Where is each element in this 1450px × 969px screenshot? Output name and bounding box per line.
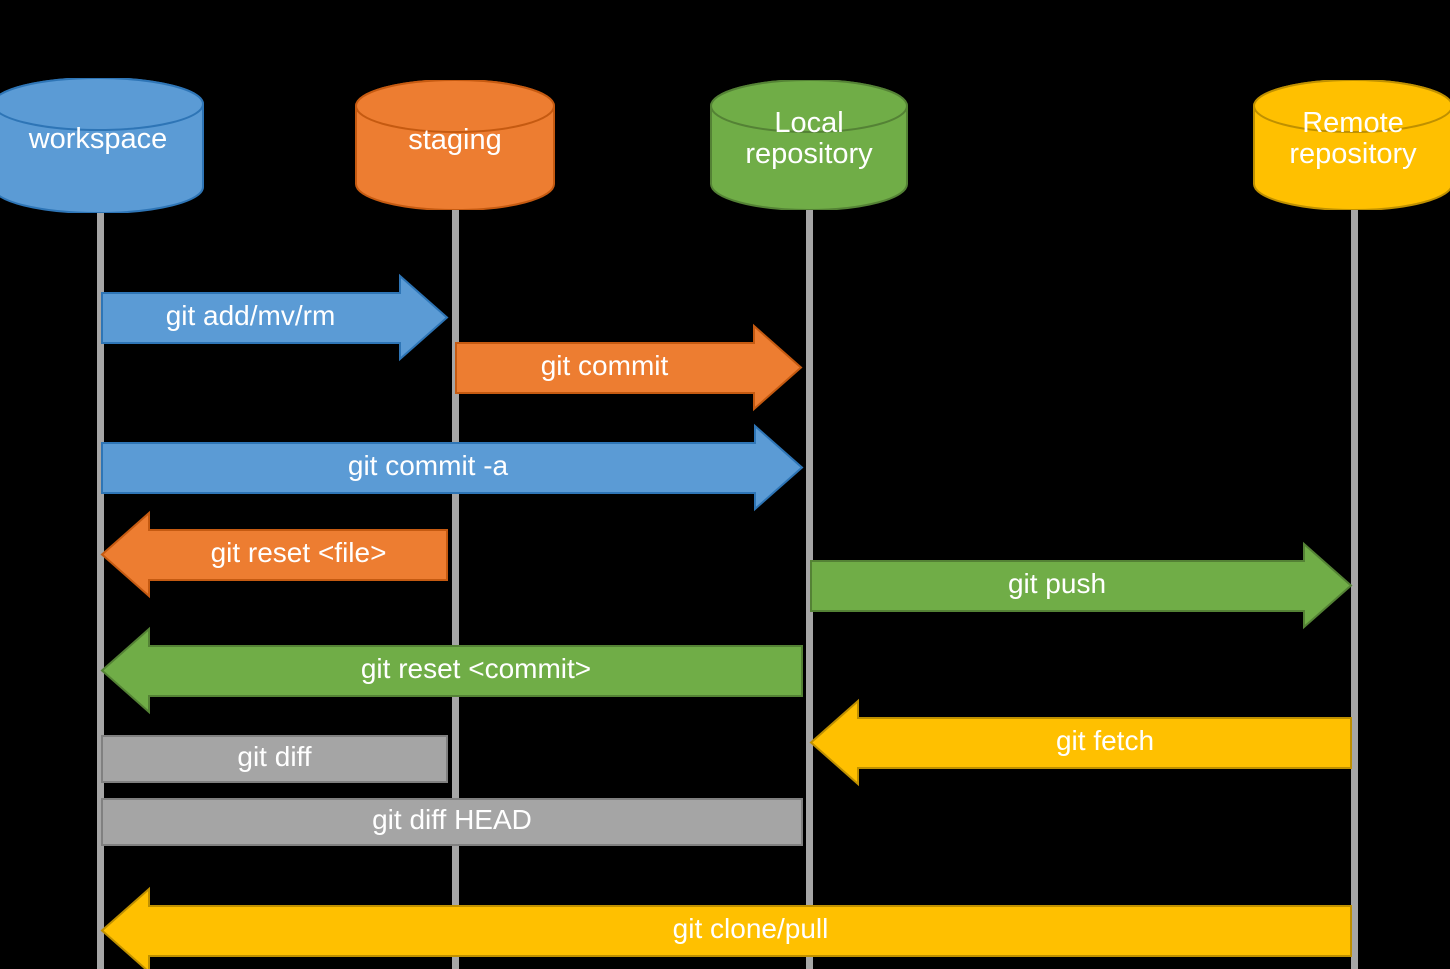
- lifeline-local-repository: [806, 206, 813, 969]
- cylinder-top: [1253, 80, 1450, 133]
- arrow-shape: [100, 626, 803, 715]
- node-workspace[interactable]: workspace: [0, 78, 204, 213]
- flow-git-push[interactable]: git push: [810, 541, 1353, 630]
- node-local-repository[interactable]: Local repository: [710, 80, 908, 210]
- arrow-shape: [809, 698, 1352, 787]
- node-remote-repository[interactable]: Remote repository: [1253, 80, 1450, 210]
- arrow-shape: [101, 423, 804, 512]
- cylinder-top: [355, 80, 555, 133]
- flow-git-reset-commit[interactable]: git reset <commit>: [100, 626, 803, 715]
- flow-git-add[interactable]: git add/mv/rm: [101, 273, 449, 362]
- flow-git-clone-pull[interactable]: git clone/pull: [100, 886, 1352, 969]
- node-staging[interactable]: staging: [355, 80, 555, 210]
- bar-shape: [101, 798, 803, 846]
- arrow-shape: [810, 541, 1353, 630]
- arrow-shape: [100, 510, 448, 599]
- lifeline-workspace: [97, 209, 104, 969]
- flow-git-commit-a[interactable]: git commit -a: [101, 423, 804, 512]
- flow-git-diff-head[interactable]: git diff HEAD: [101, 798, 803, 846]
- flow-git-diff[interactable]: git diff: [101, 735, 448, 783]
- arrow-shape: [101, 273, 449, 362]
- arrow-shape: [455, 323, 803, 412]
- flow-git-reset-file[interactable]: git reset <file>: [100, 510, 448, 599]
- cylinder-top: [0, 78, 204, 131]
- cylinder-top: [710, 80, 908, 133]
- bar-shape: [101, 735, 448, 783]
- lifeline-remote-repository: [1351, 206, 1358, 969]
- flow-git-commit[interactable]: git commit: [455, 323, 803, 412]
- arrow-shape: [100, 886, 1352, 969]
- flow-git-fetch[interactable]: git fetch: [809, 698, 1352, 787]
- lifeline-staging: [452, 206, 459, 969]
